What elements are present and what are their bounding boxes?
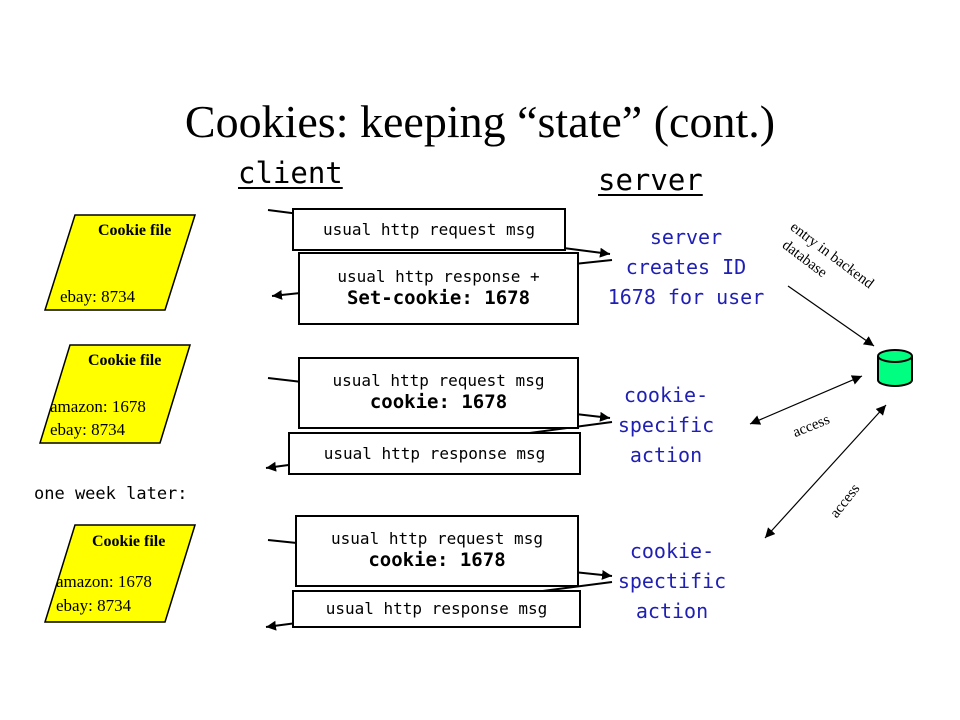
database-cylinder-icon [877,349,913,387]
action-line: specific [617,413,715,437]
cookie-specific-action-1: cookie- specific action [606,380,726,470]
msg-text: usual http request msg [331,529,543,549]
cookie-file-entry: amazon: 1678 [50,397,146,416]
action-line: creates ID [625,255,747,279]
action-line: cookie- [629,539,715,563]
cookie-file-shape-1 [43,214,197,311]
access-arrow-2 [764,404,887,539]
http-response-msg-3: usual http response msg [292,590,581,628]
cookie-header: cookie: 1678 [369,391,508,414]
action-line: cookie- [623,383,709,407]
cookie-file-entry: ebay: 8734 [60,287,136,306]
http-request-msg-3: usual http request msg cookie: 1678 [295,515,579,587]
action-line: spectific [617,569,727,593]
cookie-file-shape-3 [43,524,197,623]
cookie-file-shape-2 [38,344,192,444]
page-title: Cookies: keeping “state” (cont.) [184,96,776,147]
action-line: action [635,599,709,623]
msg-text: usual http response msg [323,443,546,463]
http-response-msg-1: usual http response + Set-cookie: 1678 [298,252,579,325]
cookie-file-entry: ebay: 8734 [50,420,126,439]
msg-text: usual http response msg [325,599,548,618]
server-creates-id-text: server creates ID 1678 for user [586,222,786,312]
cookie-file-label-1: Cookie file [98,222,172,239]
cookie-file-label-3: Cookie file [92,533,166,550]
msg-text: usual http request msg [332,371,545,391]
action-line: 1678 for user [607,285,765,309]
cookie-specific-action-2: cookie- spectific action [606,536,738,626]
msg-text: usual http response + [337,266,540,286]
http-response-msg-2: usual http response msg [288,432,581,475]
one-week-later-label: one week later: [34,484,188,504]
cookie-file-label-2: Cookie file [88,352,162,369]
server-heading: server [598,163,703,197]
set-cookie-header: Set-cookie: 1678 [346,286,531,309]
cookie-header: cookie: 1678 [368,549,506,572]
http-request-msg-1: usual http request msg [292,208,566,251]
action-line: server [649,225,723,249]
entry-arrow [787,285,875,347]
client-heading: client [238,156,343,190]
http-request-msg-2: usual http request msg cookie: 1678 [298,357,579,429]
cookie-file-entry: amazon: 1678 [56,572,152,591]
access-arrow-1 [749,375,863,425]
cookie-file-entry: ebay: 8734 [56,596,132,615]
msg-text: usual http request msg [323,219,535,239]
action-line: action [629,443,703,467]
